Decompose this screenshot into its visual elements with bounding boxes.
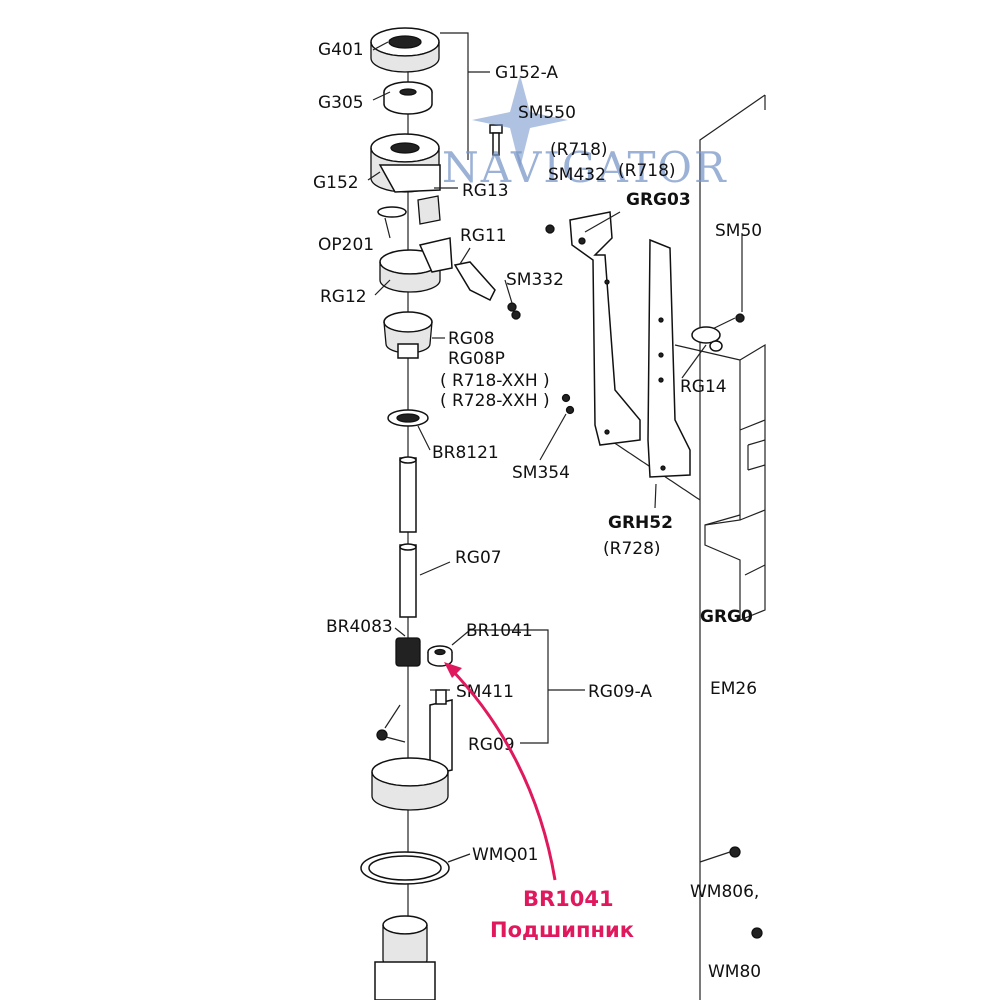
label-r718-a: (R718) (550, 140, 608, 160)
label-sm550: SM550 (518, 103, 576, 123)
label-paren-close-2: ) (543, 391, 550, 411)
label-rg11: RG11 (460, 226, 507, 246)
label-rg09: RG09 (468, 735, 515, 755)
label-r728: (R728) (603, 539, 661, 559)
sm50-screw (735, 313, 745, 323)
label-paren-close-1: ) (543, 371, 550, 391)
rg12-part (379, 237, 453, 293)
label-r728-xxh: R728-XXH (452, 391, 538, 411)
label-rg08p: RG08P (448, 349, 505, 369)
label-r718-xxh: R718-XXH (452, 371, 538, 391)
label-br4083: BR4083 (326, 617, 393, 637)
label-sm354: SM354 (512, 463, 570, 483)
label-rg14: RG14 (680, 377, 727, 397)
rg13-part (417, 195, 441, 225)
label-grg03: GRG03 (626, 190, 691, 210)
br4083-part (395, 637, 421, 667)
rg08-part (383, 311, 433, 359)
label-sm332: SM332 (506, 270, 564, 290)
label-op201: OP201 (318, 235, 374, 255)
op201-part (377, 206, 407, 218)
grg03-bracket (569, 211, 641, 446)
lower-coupling (374, 915, 436, 1001)
g152-part (370, 133, 441, 193)
label-em26: EM26 (710, 679, 757, 699)
label-wm80: WM80 (708, 962, 761, 982)
sm411-screw (376, 729, 406, 743)
sm332-screws (507, 302, 521, 320)
wmq01-part (360, 851, 450, 885)
label-rg09a: RG09-A (588, 682, 652, 702)
label-br1041: BR1041 (466, 621, 533, 641)
sm354-screws (561, 393, 575, 415)
label-wmq01: WMQ01 (472, 845, 539, 865)
label-sm411: SM411 (456, 682, 514, 702)
leader-lines (367, 32, 743, 863)
label-r718-b: (R718) (618, 161, 676, 181)
label-grh52: GRH52 (608, 513, 673, 533)
rg14-part (691, 326, 723, 352)
watermark-text: NAVIGATOR (442, 143, 728, 192)
br1041-part (427, 645, 453, 667)
grh52-bracket (647, 238, 691, 478)
label-br8121: BR8121 (432, 443, 499, 463)
label-rg12: RG12 (320, 287, 367, 307)
label-paren-open-1: ( (440, 371, 447, 391)
callout-arrow (444, 662, 557, 881)
rg09-part (371, 689, 453, 811)
label-rg07: RG07 (455, 548, 502, 568)
label-sm432: SM432 (548, 165, 606, 185)
label-rg13: RG13 (462, 181, 509, 201)
g401-part (370, 27, 440, 73)
sm432-screw (545, 224, 555, 234)
label-sm50: SM50 (715, 221, 762, 241)
housing-frame (699, 94, 766, 1000)
g305-part (383, 81, 433, 115)
shaft-upper (399, 456, 417, 533)
label-g152: G152 (313, 173, 359, 193)
navigator-watermark: NAVIGATOR (442, 75, 728, 192)
label-g305: G305 (318, 93, 364, 113)
label-rg08: RG08 (448, 329, 495, 349)
callout-code: BR1041 (523, 887, 614, 911)
compass-star-icon (472, 75, 568, 168)
rg07-part (399, 543, 417, 618)
label-wm806: WM806, (690, 882, 759, 902)
label-grg0: GRG0 (700, 607, 753, 627)
label-g401: G401 (318, 40, 364, 60)
rg11-part (453, 261, 496, 302)
br8121-part (387, 409, 429, 427)
label-paren-open-2: ( (440, 391, 447, 411)
callout-name: Подшипник (490, 918, 634, 942)
label-g152a: G152-A (495, 63, 558, 83)
